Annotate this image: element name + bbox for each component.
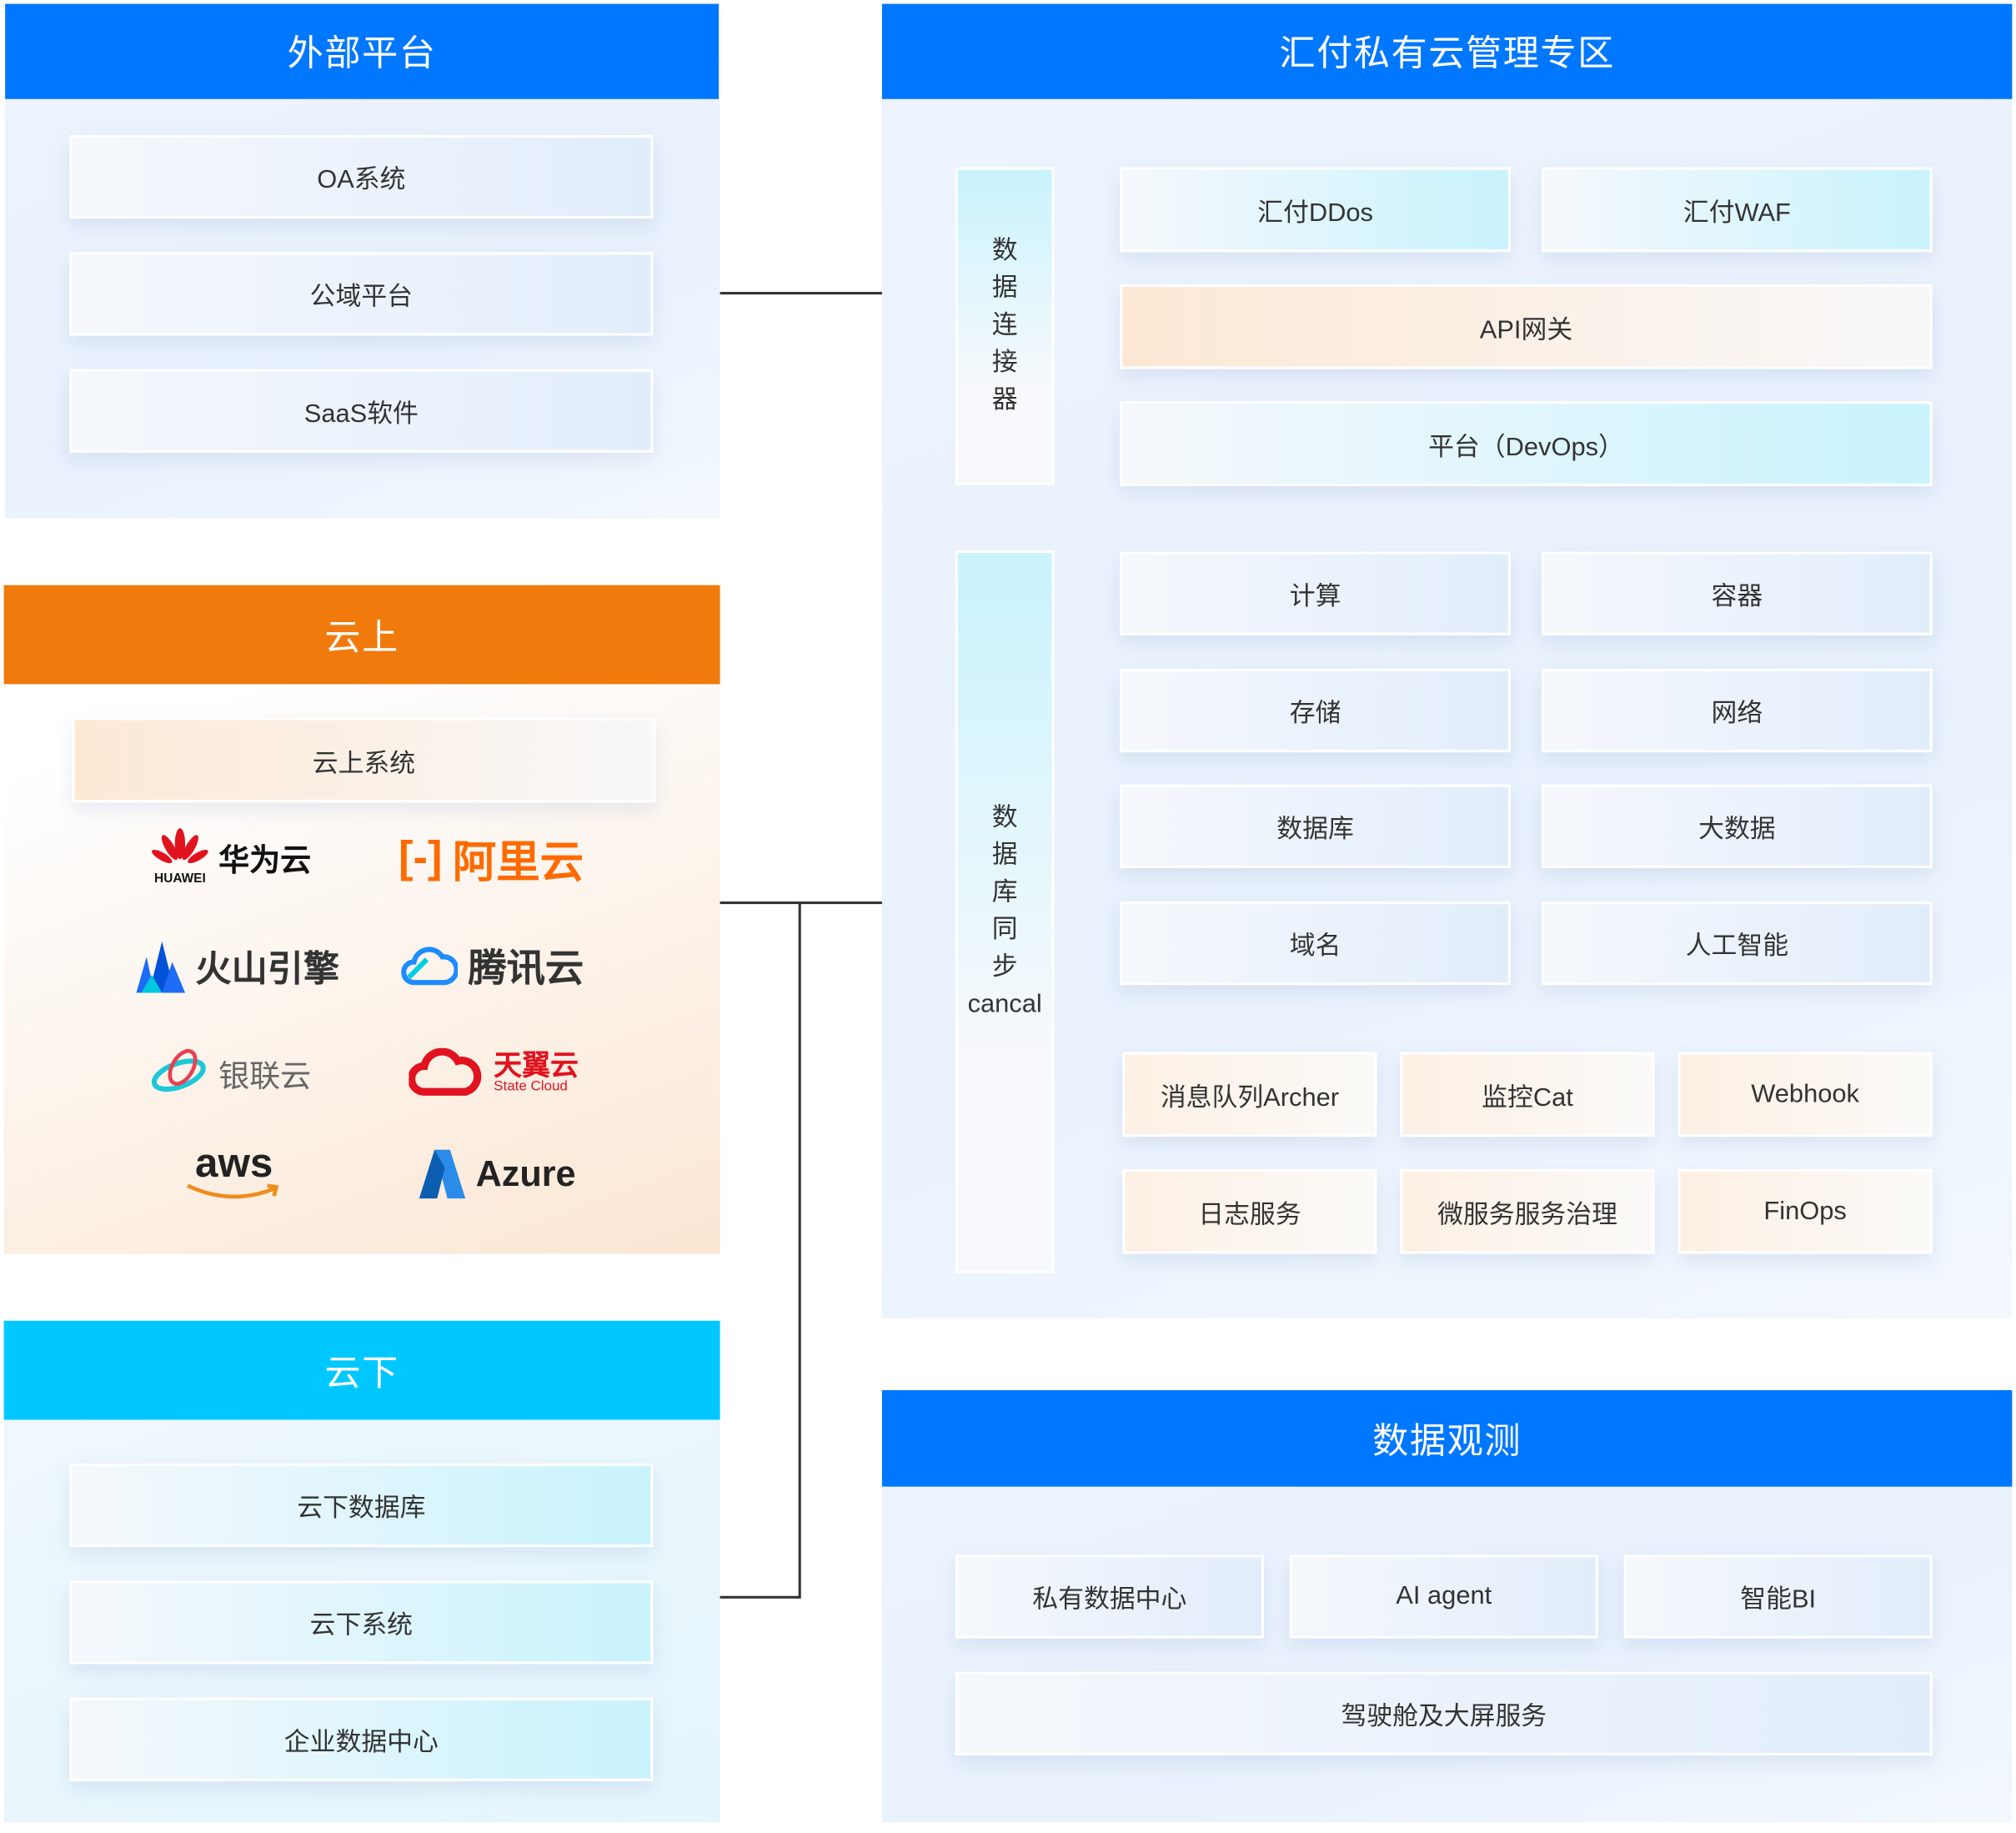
cloud-on-system-box: 云上系统 — [72, 717, 656, 803]
aliyun-bracket-icon: [-] — [399, 832, 443, 882]
ai-agent-box: AI agent — [1289, 1554, 1598, 1639]
enterprise-datacenter-box: 企业数据中心 — [69, 1697, 654, 1781]
connector-char: 数 — [991, 236, 1018, 265]
aliyun-logo: [-] 阿里云 — [399, 830, 584, 887]
private-cloud-header: 汇付私有云管理专区 — [881, 3, 2013, 99]
tencent-cloud-text: 腾讯云 — [468, 947, 584, 991]
sync-char: 同 — [991, 915, 1018, 944]
tencent-cloud-icon — [401, 947, 458, 986]
cloud-off-database-box: 云下数据库 — [69, 1463, 654, 1548]
cloud-off-system-box: 云下系统 — [69, 1580, 654, 1665]
connector-line-vertical — [798, 901, 800, 1599]
log-service-box: 日志服务 — [1122, 1168, 1377, 1254]
network-box: 网络 — [1541, 668, 1933, 753]
volcengine-text: 火山引擎 — [195, 949, 340, 989]
storage-box: 存储 — [1120, 668, 1511, 753]
unionpay-cloud-icon — [151, 1048, 206, 1092]
database-box: 数据库 — [1120, 784, 1511, 868]
cloud-off-header: 云下 — [3, 1320, 720, 1420]
huawei-logo: HUAWEI 华为云 — [152, 826, 311, 887]
connector-char: 连 — [991, 311, 1018, 340]
sync-char: cancal — [967, 990, 1042, 1019]
aws-text: aws — [195, 1139, 273, 1186]
connector-line-external — [720, 292, 905, 294]
cockpit-box: 驾驶舱及大屏服务 — [955, 1671, 1933, 1755]
connector-line-cloud-on — [720, 901, 905, 904]
volcengine-logo: 火山引擎 — [136, 939, 339, 996]
azure-text: Azure — [475, 1153, 576, 1194]
ctyun-en-text: State Cloud — [494, 1078, 568, 1094]
mq-archer-box: 消息队列Archer — [1122, 1052, 1377, 1137]
aliyun-text: 阿里云 — [452, 837, 584, 887]
api-gateway-box: API网关 — [1120, 284, 1933, 369]
saas-box: SaaS软件 — [69, 369, 654, 453]
azure-logo: Azure — [419, 1148, 576, 1200]
ai-box: 人工智能 — [1541, 901, 1933, 986]
connector-line-cloud-off — [720, 1595, 800, 1599]
connector-char: 器 — [991, 385, 1018, 414]
bigdata-box: 大数据 — [1541, 784, 1933, 868]
compute-box: 计算 — [1120, 551, 1511, 635]
domain-box: 域名 — [1120, 901, 1511, 986]
sync-char: 步 — [991, 952, 1018, 982]
ctyun-cloud-icon — [409, 1047, 482, 1096]
ctyun-logo: 天翼云 State Cloud — [409, 1046, 579, 1100]
smart-bi-box: 智能BI — [1623, 1554, 1933, 1639]
volcano-mountain-icon — [136, 941, 186, 993]
external-platform-header: 外部平台 — [5, 3, 720, 99]
cloud-on-panel — [3, 585, 720, 1254]
private-datacenter-box: 私有数据中心 — [955, 1554, 1264, 1639]
ctyun-text: 天翼云 — [494, 1048, 579, 1082]
amazon-smile-icon — [187, 1183, 279, 1199]
container-box: 容器 — [1541, 551, 1933, 635]
waf-box: 汇付WAF — [1541, 167, 1933, 253]
oa-system-box: OA系统 — [69, 134, 654, 219]
connector-char: 接 — [991, 348, 1018, 377]
db-sync-column: 数据库同步 cancal — [955, 550, 1055, 1273]
huawei-en-text: HUAWEI — [154, 871, 206, 886]
sync-char: 据 — [991, 841, 1018, 870]
connector-char: 据 — [991, 274, 1018, 303]
devops-platform-box: 平台（DevOps） — [1120, 401, 1933, 486]
sync-char: 库 — [991, 878, 1018, 907]
sync-char: 数 — [991, 803, 1018, 832]
data-connector-column: 数据连接器 — [955, 167, 1055, 485]
tencent-cloud-logo: 腾讯云 — [401, 937, 584, 993]
unionpay-cloud-text: 银联云 — [218, 1058, 312, 1094]
webhook-box: Webhook — [1677, 1052, 1933, 1137]
data-observe-header: 数据观测 — [881, 1390, 2013, 1487]
azure-a-icon — [419, 1149, 466, 1199]
huawei-text: 华为云 — [218, 842, 312, 878]
monitor-cat-box: 监控Cat — [1400, 1052, 1655, 1137]
ddos-box: 汇付DDos — [1120, 167, 1511, 253]
microservice-governance-box: 微服务服务治理 — [1400, 1168, 1655, 1254]
unionpay-cloud-logo: 银联云 — [149, 1046, 311, 1100]
aws-logo: aws — [185, 1142, 283, 1213]
finops-box: FinOps — [1677, 1168, 1933, 1254]
public-domain-box: 公域平台 — [69, 252, 654, 336]
cloud-on-header: 云上 — [3, 585, 720, 685]
huawei-flower-icon — [152, 827, 208, 863]
